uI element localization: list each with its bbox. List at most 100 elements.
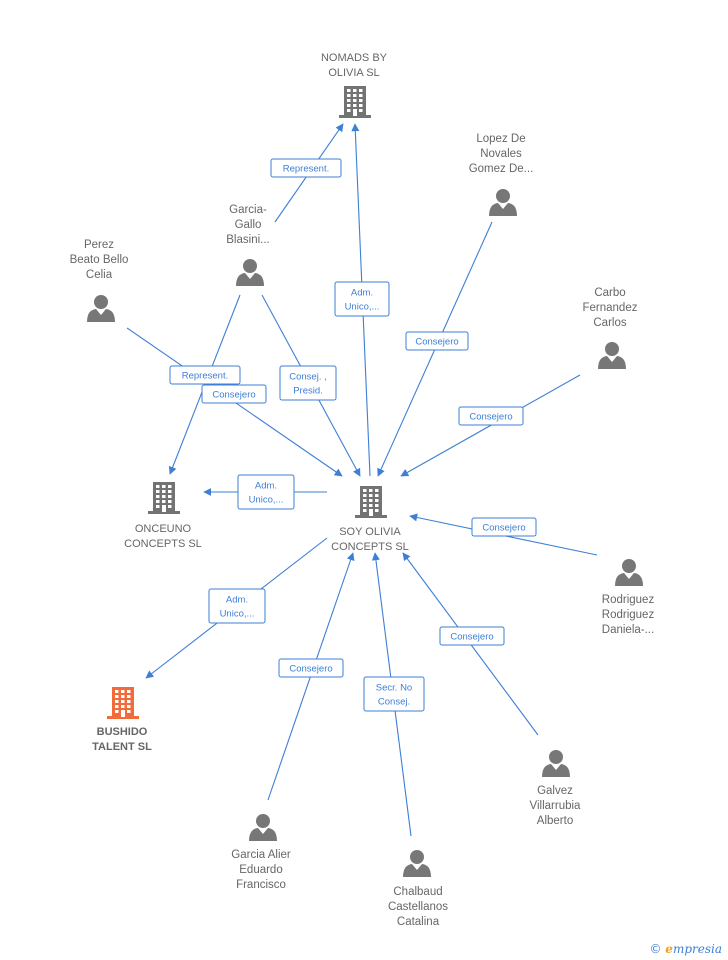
edges-layer [126, 123, 598, 837]
person-icon [403, 850, 431, 877]
edge-label-text: Consejero [212, 390, 255, 401]
node-label-line: Rodriguez [602, 609, 655, 621]
company-node-nomads[interactable]: NOMADS BY OLIVIA SL [321, 52, 388, 118]
edge-label-box [279, 365, 337, 401]
edge-label-text: Consejero [450, 632, 493, 643]
person-icon [542, 750, 570, 777]
node-label-line: Gomez De... [469, 163, 534, 175]
node-label-line: ONCEUNO [135, 523, 192, 535]
building-icon [355, 486, 387, 518]
edge-label[interactable]: Consejero [471, 517, 537, 537]
node-label-line: Fernandez [583, 302, 638, 314]
company-node-bushido[interactable]: BUSHIDO TALENT SL [92, 687, 152, 753]
edge-label-text: Adm. [226, 595, 248, 606]
edge-label-box [363, 676, 425, 712]
node-label-line: Carlos [593, 317, 626, 329]
node-label-line: Carbo [594, 287, 625, 299]
building-icon [339, 86, 371, 118]
edge-label-box [458, 406, 524, 426]
node-label-line: Galvez [537, 785, 573, 797]
person-icon [489, 189, 517, 216]
edge-label-text: Represent. [283, 164, 329, 175]
node-label-line: CONCEPTS SL [331, 541, 409, 553]
edge-label[interactable]: Consejero [405, 331, 469, 351]
edge-label-text: Consejero [415, 337, 458, 348]
person-node-rodriguez[interactable]: RodriguezRodriguezDaniela-... [602, 559, 655, 636]
edge-label[interactable]: Adm. Unico,... [208, 588, 266, 624]
node-label-line: Garcia- [229, 204, 267, 216]
node-label-line: Chalbaud [393, 886, 442, 898]
edge-label[interactable]: Adm. Unico,... [334, 281, 390, 317]
edge-label-text: Unico,... [345, 302, 380, 313]
node-label-line: Villarrubia [530, 800, 582, 812]
edge-label-text: Consejero [482, 523, 525, 534]
node-label-line: Castellanos [388, 901, 448, 913]
building-icon [148, 482, 180, 514]
node-label-line: Blasini... [226, 234, 269, 246]
node-label-line: Garcia Alier [231, 849, 291, 861]
empresia-brand: © empresia [649, 942, 722, 956]
brand-initial: e [665, 942, 673, 956]
node-label-line: BUSHIDO [97, 726, 148, 738]
edge-label-box [169, 365, 241, 385]
node-label-line: Rodriguez [602, 594, 655, 606]
node-label-line: Francisco [236, 879, 286, 891]
person-icon [615, 559, 643, 586]
edge-label-text: Adm. [255, 481, 277, 492]
edge-label[interactable]: Consejero [201, 384, 267, 404]
edge-label-text: Represent. [182, 371, 228, 382]
node-label-line: Lopez De [476, 133, 525, 145]
edge-label-text: Adm. [351, 288, 373, 299]
edge-label-text: Presid. [293, 386, 323, 397]
edge-label-box [208, 588, 266, 624]
node-label-line: Daniela-... [602, 624, 654, 636]
edge-label[interactable]: Consejero [439, 626, 505, 646]
edge-label[interactable]: Adm. Unico,... [237, 474, 295, 510]
node-label-line: TALENT SL [92, 741, 152, 753]
edge-label-text: Unico,... [220, 609, 255, 620]
edge-label[interactable]: Represent. [169, 365, 241, 385]
company-node-soy[interactable]: SOY OLIVIA CONCEPTS SL [331, 486, 409, 553]
edge-label[interactable]: Secr. No Consej. [363, 676, 425, 712]
edge-labels-layer: Represent.Adm.Unico,...ConsejeroConsejer… [169, 158, 537, 712]
node-label-line: Perez [84, 239, 114, 251]
node-label-line: Novales [480, 148, 522, 160]
edge-label[interactable]: Consej. , Presid. [279, 365, 337, 401]
edge-label-text: Consejero [289, 664, 332, 675]
person-icon [249, 814, 277, 841]
node-label-line: Beato Bello [70, 254, 129, 266]
edge-label-text: Unico,... [249, 495, 284, 506]
edge-label-text: Consej. , [289, 372, 327, 383]
edge-label[interactable]: Represent. [270, 158, 342, 178]
edge-label-box [405, 331, 469, 351]
edge-label-text: Consej. [378, 697, 410, 708]
edge-label-text: Secr. No [376, 683, 412, 694]
edge-label[interactable]: Consejero [458, 406, 524, 426]
person-node-garcia_gallo[interactable]: Garcia- GalloBlasini... [226, 204, 270, 286]
edge-label-text: Consejero [469, 412, 512, 423]
nodes-layer: NOMADS BY OLIVIA SL SOY OLIVIA CONCEPTS SL O… [70, 52, 655, 928]
node-label-line: NOMADS BY [321, 52, 388, 64]
edge-label-box [201, 384, 267, 404]
brand-name: mpresia [672, 942, 722, 956]
node-label-line: SOY OLIVIA [339, 526, 401, 538]
node-label-line: Eduardo [239, 864, 282, 876]
edge-label[interactable]: Consejero [278, 658, 344, 678]
node-label-line: OLIVIA SL [328, 67, 379, 79]
person-icon [236, 259, 264, 286]
edge-label-box [439, 626, 505, 646]
node-label-line: Catalina [397, 916, 440, 928]
node-label-line: Gallo [235, 219, 262, 231]
edge-label-box [334, 281, 390, 317]
edge-label-box [471, 517, 537, 537]
edge-label-box [278, 658, 344, 678]
person-icon [598, 342, 626, 369]
